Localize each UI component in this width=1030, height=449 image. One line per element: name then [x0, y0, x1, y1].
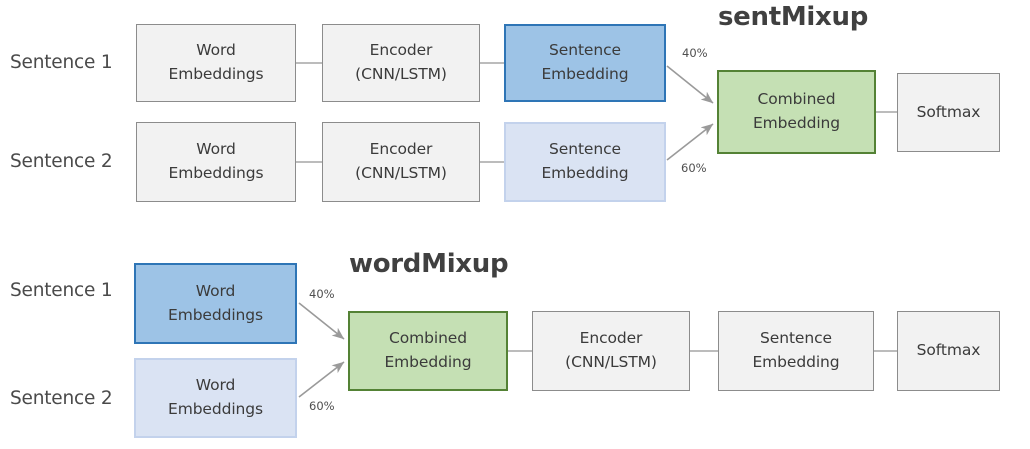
node-line-1: Sentence — [549, 140, 621, 159]
node-sent-combined-embedding[interactable]: Combined Embedding — [717, 70, 876, 154]
node-line-2: Embedding — [541, 164, 629, 182]
node-s2-encoder[interactable]: Encoder (CNN/LSTM) — [322, 122, 480, 202]
wordmixup-weight-40: 40% — [309, 287, 335, 301]
node-s1-sentence-embedding[interactable]: Sentence Embedding — [504, 24, 666, 102]
sentmixup-row-label-sentence-1: Sentence 1 — [10, 52, 113, 73]
wordmixup-weight-60: 60% — [309, 399, 335, 413]
node-s1-encoder[interactable]: Encoder (CNN/LSTM) — [322, 24, 480, 102]
wordmixup-title: wordMixup — [349, 249, 509, 279]
node-word-softmax[interactable]: Softmax — [897, 311, 1000, 391]
node-line-2: Embeddings — [168, 305, 263, 324]
node-word-sentence-embedding[interactable]: Sentence Embedding — [718, 311, 874, 391]
node-s1-word-embeddings[interactable]: Word Embeddings — [136, 24, 296, 102]
node-line-2: Embeddings — [168, 65, 264, 83]
node-line-1: Combined — [757, 90, 836, 109]
node-line-1: Word — [196, 140, 236, 159]
node-line-2: Embeddings — [168, 400, 263, 418]
node-line-1: Combined — [389, 329, 467, 348]
node-line-2: (CNN/LSTM) — [565, 353, 657, 371]
node-line-1: Sentence — [549, 41, 621, 60]
node-line-2: Embedding — [384, 353, 472, 371]
wordmixup-row-label-sentence-2: Sentence 2 — [10, 388, 113, 409]
node-s2-word-embeddings[interactable]: Word Embeddings — [136, 122, 296, 202]
node-line-1: Word — [195, 376, 236, 395]
node-w1-word-embeddings[interactable]: Word Embeddings — [134, 263, 297, 344]
sentmixup-row-label-sentence-2: Sentence 2 — [10, 151, 113, 172]
node-line-2: Embedding — [752, 353, 840, 371]
node-line-1: Encoder — [369, 41, 433, 60]
node-line-1: Word — [195, 281, 236, 300]
node-sent-softmax[interactable]: Softmax — [897, 73, 1000, 152]
node-line-2: Embeddings — [168, 164, 264, 182]
node-line-2: Embedding — [752, 114, 840, 132]
sentmixup-title: sentMixup — [718, 2, 869, 32]
sentmixup-weight-40: 40% — [682, 46, 708, 60]
node-line-1: Encoder — [369, 140, 433, 159]
node-line-2: (CNN/LSTM) — [355, 164, 447, 182]
node-line-1: Softmax — [916, 102, 981, 121]
node-line-1: Sentence — [760, 329, 832, 348]
node-line-1: Softmax — [916, 341, 981, 360]
wordmixup-row-label-sentence-1: Sentence 1 — [10, 280, 113, 301]
node-line-1: Word — [196, 41, 236, 60]
sentmixup-weight-60: 60% — [681, 161, 707, 175]
node-line-2: Embedding — [541, 65, 629, 83]
node-word-combined-embedding[interactable]: Combined Embedding — [348, 311, 508, 391]
node-line-1: Encoder — [579, 329, 643, 348]
node-w2-word-embeddings[interactable]: Word Embeddings — [134, 358, 297, 438]
node-s2-sentence-embedding[interactable]: Sentence Embedding — [504, 122, 666, 202]
node-word-encoder[interactable]: Encoder (CNN/LSTM) — [532, 311, 690, 391]
node-line-2: (CNN/LSTM) — [355, 65, 447, 83]
